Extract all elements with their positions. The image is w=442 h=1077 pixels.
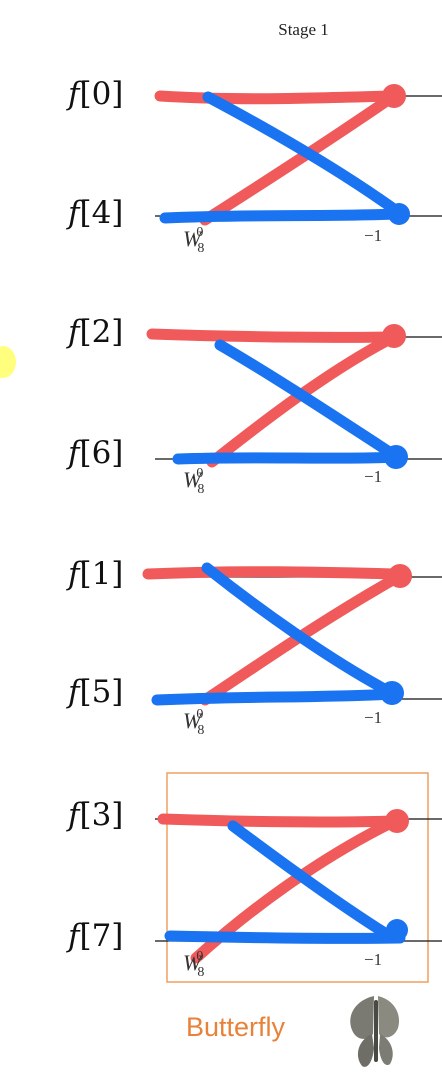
negation-label-3: −1	[364, 950, 383, 969]
negation-label-2: −1	[364, 708, 383, 727]
twiddle-factor-label-3: W80	[183, 949, 205, 980]
input-label-top-1: f[2]	[68, 314, 124, 350]
negation-label-0: −1	[364, 226, 383, 245]
twiddle-factor-label-1: W80	[183, 466, 205, 497]
blue-stroke-bottom	[164, 930, 406, 944]
red-node	[382, 324, 406, 348]
red-node	[385, 809, 409, 833]
red-stroke-top	[142, 566, 404, 580]
input-label-bottom-2: f[5]	[68, 674, 124, 710]
stage-title: Stage 1	[278, 20, 329, 39]
red-node	[388, 564, 412, 588]
input-label-bottom-3: f[7]	[68, 918, 124, 954]
butterfly-group-2	[142, 562, 442, 706]
blue-node	[386, 919, 408, 941]
blue-node	[388, 203, 410, 225]
butterfly-group-1	[146, 324, 442, 469]
input-label-bottom-1: f[6]	[68, 435, 124, 471]
twiddle-factor-label-0: W80	[183, 225, 205, 256]
blue-stroke-diagonal	[201, 562, 396, 698]
input-label-bottom-0: f[4]	[68, 195, 124, 231]
butterfly-caption: Butterfly	[186, 1012, 286, 1042]
input-label-top-3: f[3]	[68, 797, 124, 833]
butterfly-group-3	[155, 809, 442, 964]
blue-node	[380, 681, 404, 705]
red-stroke-top	[146, 328, 398, 343]
red-node	[382, 84, 406, 108]
input-label-top-0: f[0]	[68, 76, 124, 112]
blue-stroke-bottom	[159, 208, 404, 224]
input-label-top-2: f[1]	[68, 556, 124, 592]
blue-stroke-bottom	[151, 688, 401, 706]
butterfly-icon	[350, 996, 400, 1067]
blue-stroke-diagonal	[227, 820, 394, 941]
butterfly-highlight-box	[166, 772, 429, 983]
red-stroke-diagonal	[199, 90, 400, 226]
butterfly-group-0	[154, 84, 442, 226]
blue-stroke-bottom	[172, 451, 406, 465]
cursor-highlight-marker	[0, 346, 16, 378]
blue-node	[384, 445, 408, 469]
blue-stroke-diagonal	[202, 91, 404, 218]
twiddle-factor-label-2: W80	[183, 707, 205, 738]
blue-stroke-diagonal	[214, 339, 400, 461]
red-stroke-top	[157, 813, 402, 828]
negation-label-1: −1	[364, 467, 383, 486]
red-stroke-top	[154, 90, 398, 105]
